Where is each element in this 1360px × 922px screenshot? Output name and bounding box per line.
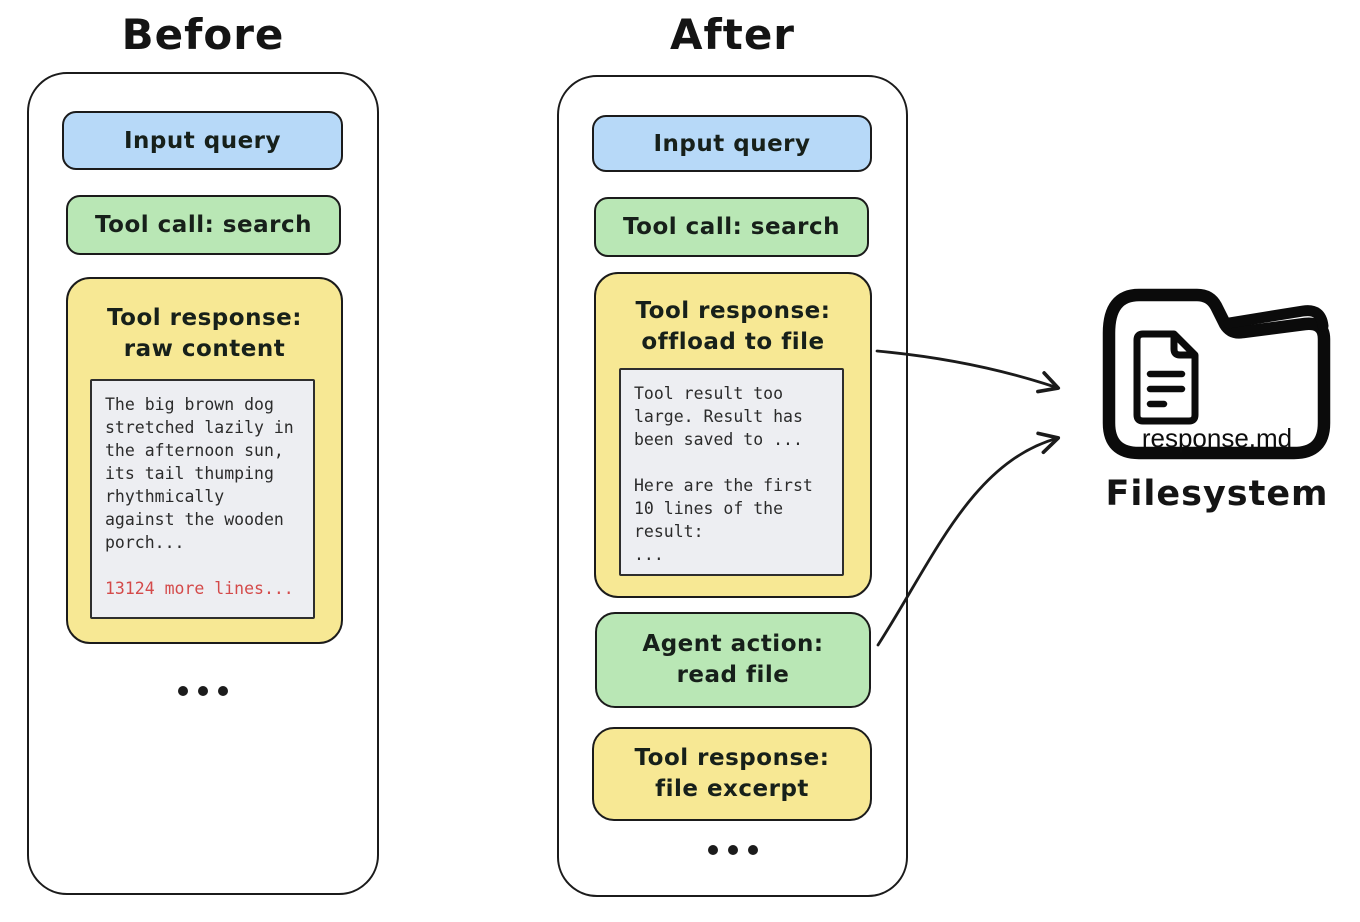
raw-line: The big brown dog bbox=[105, 395, 274, 414]
ellipsis-dot bbox=[178, 686, 188, 696]
after-tool-response-offload-box: Tool response: offload to file Tool resu… bbox=[594, 272, 872, 598]
document-icon bbox=[1133, 330, 1199, 425]
raw-line: porch... bbox=[105, 533, 185, 552]
before-tool-response-label-line1: Tool response: bbox=[107, 305, 302, 331]
before-title: Before bbox=[121, 10, 285, 59]
after-offload-message-inset: Tool result too large. Result has been s… bbox=[619, 368, 844, 576]
after-excerpt-line2: file excerpt bbox=[655, 776, 809, 802]
after-input-query-label: Input query bbox=[653, 130, 811, 157]
before-input-query-box: Input query bbox=[62, 111, 343, 170]
after-title: After bbox=[669, 10, 796, 59]
raw-line: the afternoon sun, bbox=[105, 441, 284, 460]
folder-icon-svg bbox=[1102, 288, 1331, 460]
before-panel: Input query Tool call: search Tool respo… bbox=[27, 72, 379, 895]
after-offload-label: Tool response: offload to file bbox=[596, 296, 870, 358]
raw-line: stretched lazily in bbox=[105, 418, 294, 437]
raw-line: against the wooden bbox=[105, 510, 284, 529]
after-panel: Input query Tool call: search Tool respo… bbox=[557, 75, 908, 897]
before-tool-response-label-line2: raw content bbox=[123, 336, 286, 362]
ellipsis-dot bbox=[218, 686, 228, 696]
after-tool-call-box: Tool call: search bbox=[594, 197, 869, 257]
before-input-query-label: Input query bbox=[123, 127, 282, 154]
offload-line: Tool result too bbox=[634, 384, 784, 403]
raw-line-blank bbox=[105, 554, 300, 577]
after-agent-action-line2: read file bbox=[676, 662, 790, 688]
after-input-query-box: Input query bbox=[592, 115, 872, 172]
after-offload-label-line1: Tool response: bbox=[635, 298, 831, 324]
after-agent-action-box: Agent action: read file bbox=[595, 612, 871, 708]
before-more-ellipsis-icon bbox=[29, 686, 377, 696]
ellipsis-dot bbox=[707, 845, 718, 855]
raw-line: rhythmically bbox=[105, 487, 225, 506]
after-agent-action-line1: Agent action: bbox=[642, 631, 824, 657]
before-tool-call-box: Tool call: search bbox=[66, 195, 341, 255]
after-more-ellipsis-icon bbox=[559, 845, 906, 855]
offload-line: been saved to ... bbox=[634, 430, 803, 449]
offload-line-blank bbox=[634, 451, 829, 474]
truncation-note: 13124 more lines... bbox=[105, 579, 294, 598]
ellipsis-dot bbox=[198, 686, 208, 696]
before-tool-response-label: Tool response: raw content bbox=[68, 303, 341, 365]
offload-line: Here are the first bbox=[634, 476, 813, 495]
filesystem-label: Filesystem bbox=[1105, 474, 1329, 514]
after-excerpt-line1: Tool response: bbox=[634, 745, 830, 771]
ellipsis-dot bbox=[727, 845, 738, 855]
raw-line: its tail thumping bbox=[105, 464, 274, 483]
offload-line: 10 lines of the bbox=[634, 499, 784, 518]
offload-line: ... bbox=[634, 545, 664, 564]
after-tool-response-excerpt-box: Tool response: file excerpt bbox=[592, 727, 872, 821]
before-raw-content-inset: The big brown dog stretched lazily in th… bbox=[90, 379, 315, 619]
after-tool-call-label: Tool call: search bbox=[623, 214, 840, 240]
after-offload-label-line2: offload to file bbox=[641, 329, 825, 355]
file-name-label: response.md bbox=[1141, 423, 1293, 453]
folder-flap-line bbox=[1223, 305, 1329, 332]
before-tool-response-box: Tool response: raw content The big brown… bbox=[66, 277, 343, 644]
offload-line: result: bbox=[634, 522, 704, 541]
folder-icon bbox=[1093, 281, 1341, 467]
ellipsis-dot bbox=[747, 845, 758, 855]
before-tool-call-label: Tool call: search bbox=[95, 212, 312, 238]
offload-line: large. Result has bbox=[634, 407, 803, 426]
